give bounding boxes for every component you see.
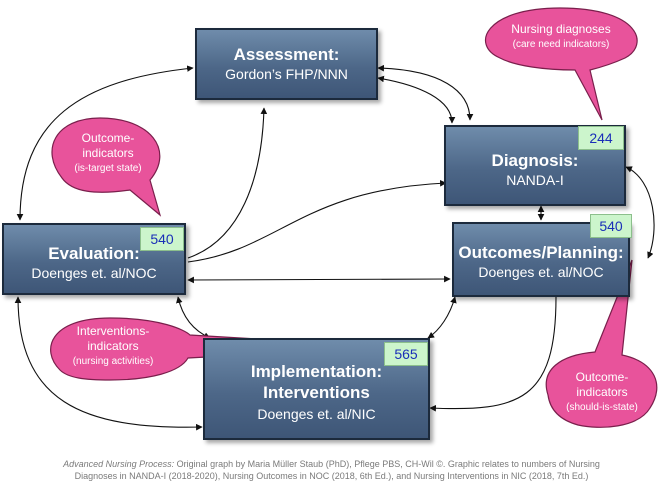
arrow-assessment-diagnosis-1 bbox=[377, 64, 474, 121]
evaluation-sub: Doenges et. al/NOC bbox=[31, 265, 157, 281]
callout-nursing-diagnoses: Nursing diagnoses (care need indicators) bbox=[496, 22, 626, 52]
figure-caption: Advanced Nursing Process: Original graph… bbox=[30, 458, 633, 482]
callout-interventions-line2: indicators bbox=[87, 339, 139, 353]
callout-nursing-diagnoses-line2: (care need indicators) bbox=[512, 39, 610, 50]
diagnosis-box: Diagnosis: NANDA-I bbox=[444, 125, 626, 206]
callout-outcome-should-line2: indicators bbox=[576, 385, 628, 399]
evaluation-badge: 540 bbox=[140, 227, 184, 251]
callout-outcome-should-line3: (should-is-state) bbox=[566, 402, 638, 413]
callout-nursing-diagnoses-shape bbox=[484, 7, 638, 121]
arrow-evaluation-outcomes bbox=[187, 275, 451, 284]
callout-outcome-should-shape bbox=[545, 259, 658, 428]
evaluation-title: Evaluation: bbox=[48, 244, 140, 263]
callout-outcome-is-line3: (is-target state) bbox=[74, 163, 142, 174]
implementation-badge: 565 bbox=[384, 342, 428, 366]
caption-line2: Diagnoses in NANDA-I (2018-2020), Nursin… bbox=[74, 471, 589, 481]
callout-interventions-line1: Interventions- bbox=[76, 324, 150, 338]
callout-outcome-is-shape bbox=[51, 117, 162, 217]
arrow-outcomes-implementation bbox=[427, 296, 457, 339]
callout-interventions-line3: (nursing activities) bbox=[72, 356, 154, 367]
assessment-box: Assessment: Gordon’s FHP/NNN bbox=[195, 28, 378, 100]
implementation-sub: Doenges et. al/NIC bbox=[257, 406, 376, 422]
callout-interventions: Interventions- indicators (nursing activ… bbox=[58, 324, 168, 369]
diagnosis-sub: NANDA-I bbox=[506, 172, 564, 188]
outcomes-badge: 540 bbox=[590, 214, 632, 238]
caption-line1: Original graph by Maria Müller Staub (Ph… bbox=[174, 459, 600, 469]
diagnosis-title: Diagnosis: bbox=[491, 151, 579, 170]
outcomes-title: Outcomes/Planning: bbox=[458, 243, 624, 262]
caption-italic: Advanced Nursing Process: bbox=[63, 459, 175, 469]
assessment-title: Assessment: bbox=[233, 45, 340, 64]
arrow-assessment-diagnosis-2 bbox=[377, 75, 456, 124]
assessment-sub: Gordon’s FHP/NNN bbox=[225, 66, 348, 82]
arrow-evaluation-diagnosis bbox=[187, 179, 447, 263]
callout-outcome-should: Outcome- indicators (should-is-state) bbox=[552, 370, 652, 415]
implementation-title-1: Implementation: bbox=[250, 362, 383, 381]
outcomes-sub: Doenges et. al/NOC bbox=[478, 264, 604, 280]
implementation-title-2: Interventions bbox=[263, 383, 370, 402]
arrow-evaluation-implementation-low bbox=[14, 296, 203, 431]
callout-nursing-diagnoses-line1: Nursing diagnoses bbox=[511, 22, 611, 36]
callout-outcome-should-line1: Outcome- bbox=[575, 370, 629, 384]
callout-outcome-is-line2: indicators bbox=[82, 146, 134, 160]
arrow-outcomes-diagnosis-right bbox=[625, 166, 655, 259]
callout-outcome-is: Outcome- indicators (is-target state) bbox=[60, 131, 156, 176]
arrow-evaluation-assessment bbox=[187, 107, 268, 259]
diagnosis-badge: 244 bbox=[578, 126, 624, 150]
arrow-outcomes-implementation-low bbox=[429, 296, 557, 412]
callout-outcome-is-line1: Outcome- bbox=[81, 131, 135, 145]
arrow-assessment-evaluation bbox=[16, 65, 194, 221]
